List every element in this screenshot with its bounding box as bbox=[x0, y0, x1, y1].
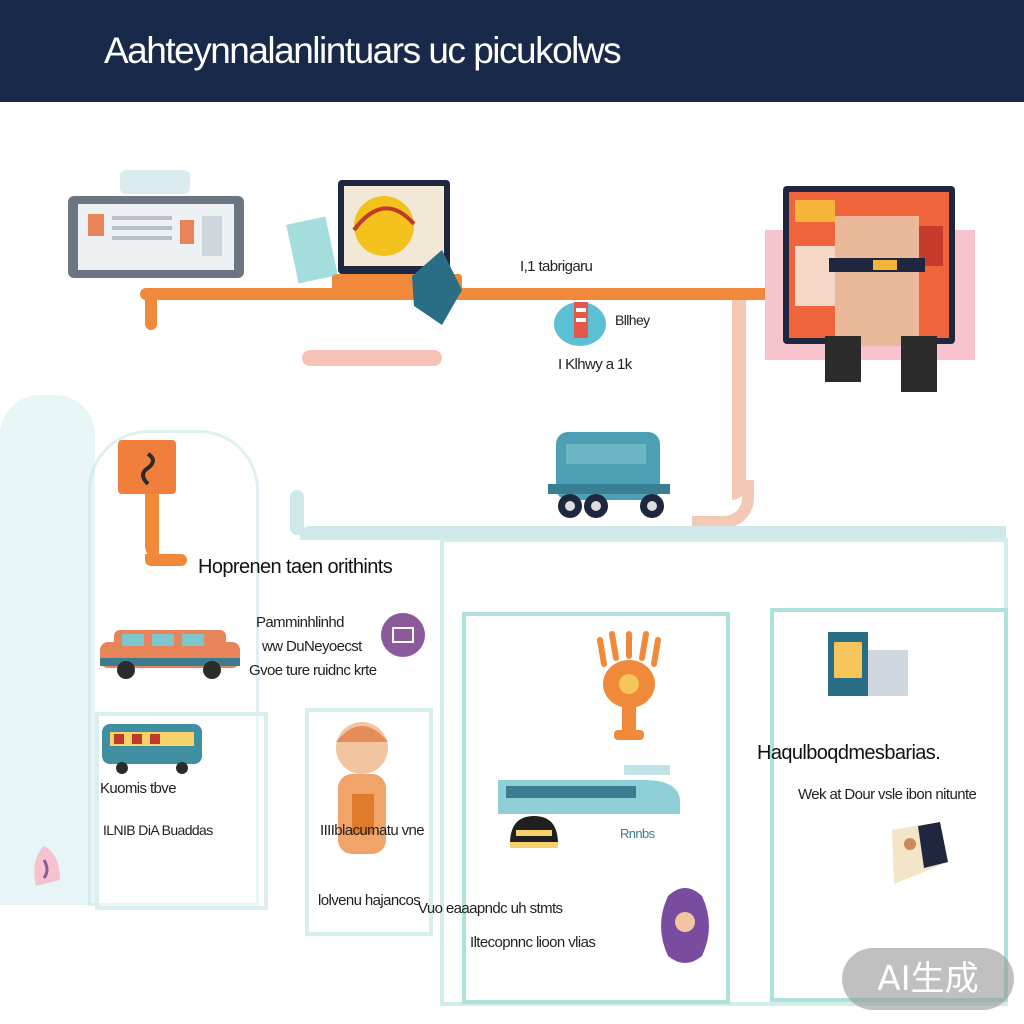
bottom-line-1: lolvenu hajancos bbox=[318, 892, 421, 909]
teal-pipe-left-vert bbox=[290, 490, 304, 535]
label-top-right-2: Bllhey bbox=[615, 312, 650, 328]
label-top-right-3: I Klhwy a 1k bbox=[558, 356, 632, 373]
mid-heading: Hoprenen taen orithints bbox=[198, 556, 393, 578]
header-bar: Aahteynnalanlintuars uc picukolws bbox=[0, 0, 1024, 102]
right-heading: Haqulboqdmesbarias. bbox=[757, 742, 941, 764]
teal-pipe-top bbox=[300, 526, 1006, 540]
right-sub: Wek at Dour vsle ibon nitunte bbox=[798, 786, 977, 803]
left-card-sub: ILNIB DiA Buaddas bbox=[103, 822, 213, 838]
bag-icon bbox=[661, 888, 709, 963]
laptop-icon bbox=[286, 180, 462, 325]
label-top-right-1: I,1 tabrigaru bbox=[520, 258, 593, 275]
hand-pointer-icon bbox=[34, 846, 60, 886]
train-caption: Rnnbs bbox=[620, 826, 655, 841]
ghost-tube-right bbox=[88, 430, 259, 906]
orange-pipe-left-foot bbox=[145, 554, 187, 566]
monitor-portrait-icon bbox=[765, 186, 975, 392]
car-icon bbox=[100, 630, 240, 679]
bottom-line-3: Iltecopnnc lioon vlias bbox=[470, 934, 596, 951]
mid-line-1: Pamminhlinhd bbox=[256, 614, 344, 631]
tablet-shadow bbox=[120, 170, 190, 194]
person-illustration-icon bbox=[336, 722, 388, 854]
trophy-hand-icon bbox=[597, 631, 661, 740]
ai-generated-badge: AI生成 bbox=[842, 948, 1014, 1010]
helmet-icon bbox=[510, 816, 558, 848]
left-card-title: Kuomis tbve bbox=[100, 780, 177, 797]
bus-icon bbox=[548, 432, 670, 518]
peach-pipe-right bbox=[732, 300, 746, 500]
peach-pipe-curve bbox=[692, 480, 754, 528]
panel-person bbox=[305, 708, 433, 936]
sandwich-icon bbox=[892, 822, 948, 884]
page-title: Aahteynnalanlintuars uc picukolws bbox=[104, 30, 622, 71]
panel-center bbox=[440, 538, 1008, 1006]
bottom-line-2: Vuo eaaapndc uh stmts bbox=[418, 900, 563, 917]
train-icon bbox=[498, 765, 680, 814]
ghost-tube-left bbox=[0, 395, 95, 905]
orange-pipe-main bbox=[140, 288, 780, 300]
gift-badge-icon bbox=[381, 613, 425, 657]
mid-line-3: Gvoe ture ruidnc krte bbox=[249, 662, 377, 679]
trolley-icon bbox=[102, 724, 202, 774]
document-icon bbox=[118, 440, 176, 494]
person-caption: IIIIblacumatu vne bbox=[320, 822, 425, 839]
tablet-icon bbox=[68, 196, 244, 278]
mid-line-2: ww DuNeyoecst bbox=[262, 638, 362, 655]
orange-pipe-drop bbox=[145, 290, 157, 330]
calendar-photo-icon bbox=[828, 632, 908, 696]
robot-icon bbox=[554, 302, 606, 346]
pink-bar bbox=[302, 350, 442, 366]
orange-pipe-left bbox=[145, 490, 159, 560]
